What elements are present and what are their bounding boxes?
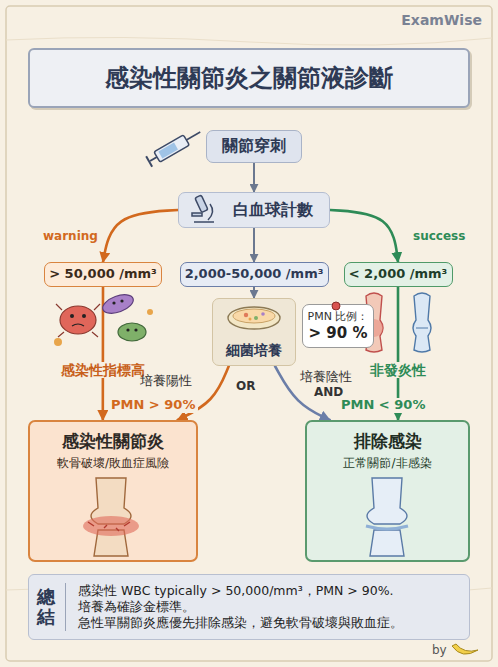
node-heading: < 2,000 /mm³ <box>349 266 448 283</box>
label: 培養陰性 <box>300 370 352 385</box>
process-box: 感染性關節炎軟骨破壞/敗血症風險 <box>28 420 198 562</box>
label: 非發炎性 <box>367 362 429 378</box>
node-heading: PMN 比例： <box>306 310 370 324</box>
flow-arrow <box>253 228 255 262</box>
node-text: 培養為確診金標準。 <box>78 599 403 615</box>
node-heading: 關節穿刺 <box>213 136 295 157</box>
process-box: 2,000-50,000 /mm³ <box>180 262 329 287</box>
node-heading: 總結 <box>37 587 55 627</box>
bacteria-illustration <box>54 291 153 346</box>
label: by <box>432 644 447 658</box>
flow-arrow <box>103 210 178 262</box>
banana-icon <box>452 644 478 654</box>
node-heading: 感染性關節炎 <box>36 430 190 452</box>
node-text: 軟骨破壞/敗血症風險 <box>36 456 190 472</box>
edge-label: warning <box>40 230 101 244</box>
node-heading: 細菌培養 <box>217 341 291 359</box>
flow-arrow <box>253 163 255 192</box>
process-box: PMN 比例：> 90 % <box>302 304 374 348</box>
flow-arrow <box>253 287 255 298</box>
syringe-icon <box>146 127 203 167</box>
process-box: 白血球計數 <box>178 192 330 228</box>
node-text: > 90 % <box>306 324 370 344</box>
label: OR <box>236 380 255 394</box>
flow-arrow <box>330 210 398 262</box>
node-text: 感染性 WBC typically > 50,000/mm³，PMN > 90%… <box>78 583 403 599</box>
process-box: 細菌培養 <box>212 298 296 366</box>
node-text: 急性單關節炎應優先排除感染，避免軟骨破壞與敗血症。 <box>78 615 403 631</box>
label: 感染性指標高 <box>58 362 148 378</box>
joint-illustration <box>365 293 431 352</box>
title-box: 感染性關節炎之關節液診斷 <box>28 48 470 108</box>
process-box: < 2,000 /mm³ <box>344 262 453 287</box>
edge-label: success <box>410 230 468 244</box>
node-text: 正常關節/非感染 <box>313 456 462 472</box>
process-box: 關節穿刺 <box>206 130 302 163</box>
node-heading: 白血球計數 <box>223 200 323 221</box>
process-box: 排除感染正常關節/非感染 <box>305 420 470 562</box>
edge-label: PMN > 90% <box>108 398 198 413</box>
label: 培養陽性 <box>140 374 192 389</box>
edge-label: PMN < 90% <box>338 398 428 413</box>
summary-body: 感染性 WBC typically > 50,000/mm³，PMN > 90%… <box>65 583 403 632</box>
process-box: > 50,000 /mm³ <box>44 262 162 287</box>
label: ExamWise <box>401 12 482 28</box>
node-heading: 排除感染 <box>313 430 462 452</box>
summary-box: 總結 感染性 WBC typically > 50,000/mm³，PMN > 9… <box>28 574 470 640</box>
node-heading: 2,000-50,000 /mm³ <box>185 266 324 283</box>
node-heading: > 50,000 /mm³ <box>49 266 157 283</box>
